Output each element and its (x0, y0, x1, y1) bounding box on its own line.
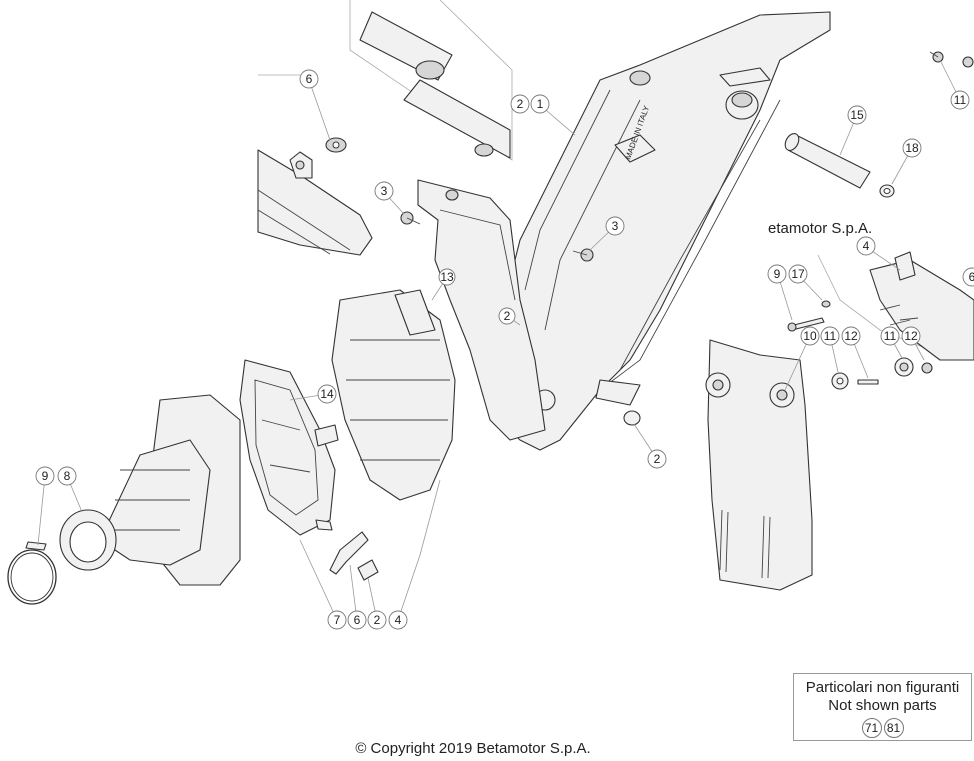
callout-13: 13 (438, 268, 456, 286)
callout-8: 8 (57, 466, 77, 486)
legend-code: 71 (861, 718, 882, 738)
inset-bracket-detail (257, 74, 373, 256)
svg-text:15: 15 (850, 108, 864, 122)
washer-17 (821, 300, 831, 308)
airbox-bracket (417, 179, 546, 441)
not-shown-parts-legend: Particolari non figuranti Not shown part… (793, 673, 972, 741)
svg-text:6: 6 (969, 270, 974, 284)
svg-text:2: 2 (654, 452, 661, 466)
callout-12a: 12 (841, 326, 861, 346)
svg-text:6: 6 (306, 72, 313, 86)
svg-text:13: 13 (440, 270, 454, 284)
svg-text:12: 12 (904, 329, 918, 343)
callout-6c: 6 (347, 610, 367, 630)
callout-2b: 2 (647, 449, 667, 469)
bolt-3b (572, 248, 594, 262)
callout-4b: 4 (388, 610, 408, 630)
callouts: 6 2 1 3 3 15 18 11 4 9 17 10 11 12 11 12… (35, 69, 974, 630)
svg-text:2: 2 (374, 613, 381, 627)
callout-17: 17 (788, 264, 808, 284)
callout-6b: 6 (962, 267, 974, 287)
callout-18: 18 (902, 138, 922, 158)
callout-2a: 2 (510, 94, 530, 114)
svg-text:7: 7 (334, 613, 341, 627)
svg-text:12: 12 (844, 329, 858, 343)
svg-text:8: 8 (64, 469, 71, 483)
bolt-3a (400, 211, 421, 225)
svg-text:3: 3 (381, 184, 388, 198)
svg-text:10: 10 (803, 329, 817, 343)
right-panel-partial (817, 251, 974, 377)
intake-boot (59, 394, 241, 586)
svg-text:2: 2 (517, 97, 524, 111)
tube-15 (784, 133, 871, 189)
heat-shield (623, 339, 879, 591)
svg-text:1: 1 (537, 97, 544, 111)
svg-text:3: 3 (612, 219, 619, 233)
ring-18 (879, 184, 895, 198)
filter-cage (239, 359, 339, 536)
svg-text:11: 11 (884, 329, 897, 343)
callout-11b: 11 (820, 326, 840, 346)
bolt-9 (787, 317, 825, 332)
callout-6a: 6 (299, 69, 319, 89)
svg-text:11: 11 (824, 329, 837, 343)
inset-tube-detail (349, 0, 513, 161)
callout-2c: 2 (367, 610, 387, 630)
svg-text:2: 2 (504, 309, 511, 323)
callout-2d: 2 (498, 307, 516, 325)
callout-7: 7 (327, 610, 347, 630)
svg-text:18: 18 (905, 141, 919, 155)
bolts (400, 51, 974, 332)
callout-10: 10 (800, 326, 820, 346)
callout-14: 14 (317, 384, 337, 404)
bolt-11-top (929, 51, 944, 63)
air-filter (331, 289, 456, 501)
svg-text:4: 4 (863, 239, 870, 253)
svg-text:11: 11 (954, 93, 967, 107)
svg-text:9: 9 (774, 267, 781, 281)
svg-text:17: 17 (791, 267, 805, 281)
callout-3b: 3 (605, 216, 625, 236)
company-label: etamotor S.p.A. (768, 220, 873, 237)
rear-frame: MADE IN ITALY (489, 11, 831, 451)
svg-text:14: 14 (320, 387, 334, 401)
callout-9b: 9 (35, 466, 55, 486)
callout-1: 1 (530, 94, 550, 114)
svg-text:9: 9 (42, 469, 49, 483)
hose-clamp (7, 541, 57, 605)
svg-text:4: 4 (395, 613, 402, 627)
callout-12b: 12 (901, 326, 921, 346)
callout-4a: 4 (856, 236, 876, 256)
legend-codes: 71 81 (794, 718, 971, 738)
copyright-notice: © Copyright 2019 Betamotor S.p.A. (355, 740, 591, 757)
callout-3a: 3 (374, 181, 394, 201)
svg-text:6: 6 (354, 613, 361, 627)
callout-9a: 9 (767, 264, 787, 284)
legend-code: 81 (883, 718, 904, 738)
bolt-11-top-b (962, 56, 974, 68)
small-parts-lower (329, 531, 379, 581)
callout-11a: 11 (950, 90, 970, 110)
legend-line-english: Not shown parts (828, 697, 937, 714)
callout-15: 15 (847, 105, 867, 125)
callout-11c: 11 (880, 326, 900, 346)
legend-line-italian: Particolari non figuranti (805, 679, 960, 696)
